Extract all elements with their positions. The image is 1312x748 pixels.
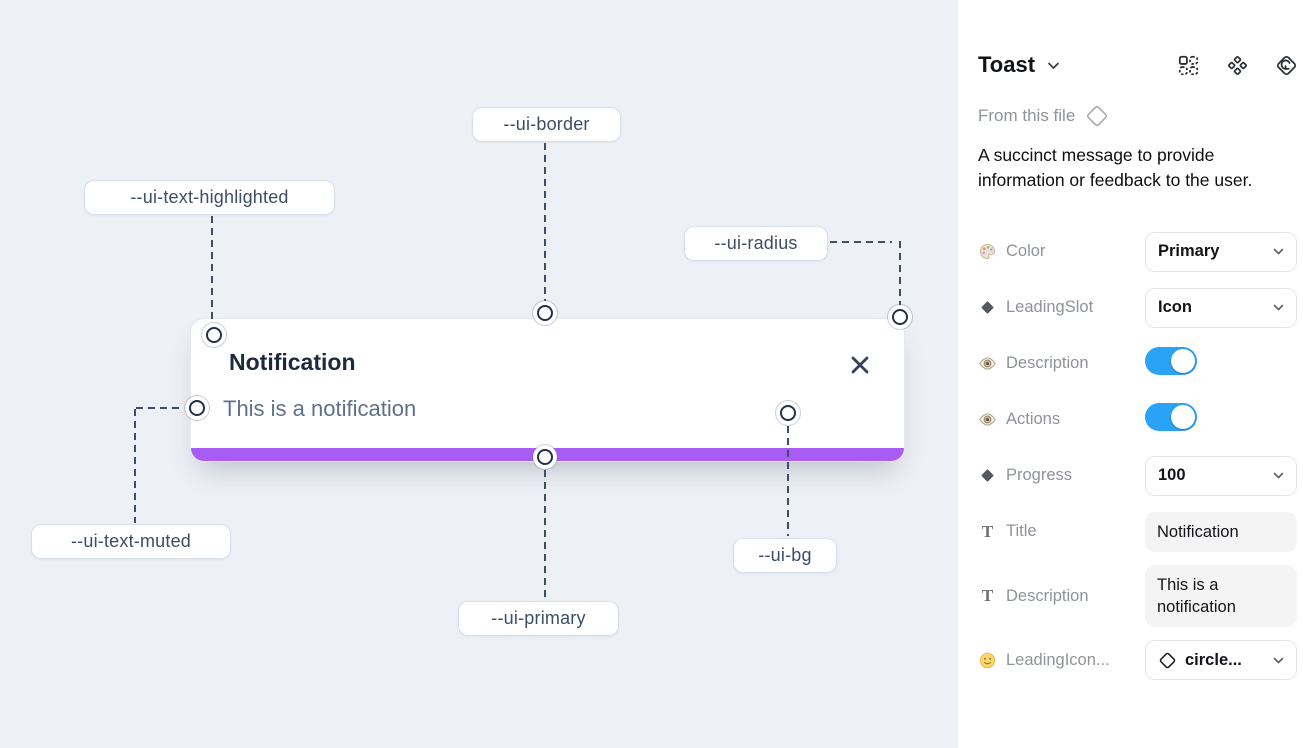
chevron-down-icon [1273, 248, 1284, 255]
component-preview-canvas: Notification This is a notification --ui… [0, 0, 958, 748]
prop-label-leadingicon: LeadingIcon... [1006, 650, 1110, 669]
source-label: From this file [978, 106, 1076, 125]
component-description: A succinct message to provide informatio… [978, 145, 1253, 191]
connector-ui-bg [787, 426, 789, 536]
smiley-icon [978, 651, 997, 670]
prop-label-description-text: Description [1006, 586, 1089, 605]
connector-ui-radius-v [899, 241, 901, 305]
prop-label-color: Color [1006, 242, 1046, 261]
diamond-icon [978, 300, 997, 315]
title-input[interactable]: Notification [1145, 511, 1297, 553]
connector-ui-text-highlighted [211, 216, 213, 324]
connector-ui-radius-h [830, 241, 892, 243]
var-label-ui-text-muted: --ui-text-muted [31, 524, 231, 559]
component-icon[interactable] [1227, 55, 1248, 76]
connector-ui-primary [544, 470, 546, 600]
leadingslot-select-value: Icon [1158, 298, 1192, 317]
var-label-ui-radius: --ui-radius [684, 226, 828, 261]
text-icon: T [981, 521, 994, 541]
prop-row-leadingslot: LeadingSlot Icon [978, 287, 1297, 328]
prop-label-progress: Progress [1006, 466, 1073, 485]
properties-panel: Toast [958, 0, 1312, 748]
palette-icon [978, 242, 997, 261]
actions-toggle[interactable] [1145, 403, 1197, 432]
description-toggle[interactable] [1145, 347, 1197, 376]
prop-label-actions-toggle: Actions [1006, 410, 1061, 429]
connector-ui-border [544, 143, 546, 301]
leadingicon-select-value: circle... [1185, 650, 1242, 669]
var-label-ui-text-highlighted: --ui-text-highlighted [84, 180, 335, 215]
leadingicon-select[interactable]: circle... [1145, 640, 1297, 681]
connector-ui-text-muted-h [136, 407, 184, 409]
prop-row-description-toggle: Description [978, 344, 1297, 384]
toast-description: This is a notification [223, 396, 417, 421]
toggle-knob [1171, 349, 1195, 374]
text-icon: T [981, 586, 994, 606]
toast-component: Notification This is a notification [190, 318, 905, 462]
var-label-ui-bg: --ui-bg [733, 538, 837, 573]
diamond-outline-icon [1085, 104, 1109, 128]
marker-ui-border [537, 305, 553, 321]
prop-row-color: Color Primary [978, 231, 1297, 272]
instance-swap-icon[interactable] [1276, 55, 1297, 76]
progress-select[interactable]: 100 [1145, 455, 1297, 496]
color-select-value: Primary [1158, 242, 1220, 261]
color-select[interactable]: Primary [1145, 231, 1297, 272]
marker-ui-text-highlighted [206, 327, 222, 343]
prop-row-actions-toggle: Actions [978, 400, 1297, 440]
toast-title: Notification [229, 349, 356, 375]
diamond-icon [978, 468, 997, 483]
connector-ui-text-muted-v [134, 409, 136, 523]
component-name-chevron[interactable] [1047, 61, 1060, 70]
leadingslot-select[interactable]: Icon [1145, 287, 1297, 328]
description-input[interactable]: This is a notification [1145, 564, 1297, 628]
marker-ui-bg [780, 405, 796, 421]
panel-header: Toast [978, 52, 1297, 78]
eye-icon [978, 410, 997, 429]
var-label-ui-border: --ui-border [472, 107, 621, 142]
toast-close-button[interactable] [848, 353, 872, 377]
diamond-outline-icon [1158, 651, 1177, 670]
marker-ui-radius [892, 309, 908, 325]
prop-label-description-toggle: Description [1006, 354, 1089, 373]
prop-row-leadingicon: LeadingIcon... circle... [978, 640, 1297, 681]
prop-label-leadingslot: LeadingSlot [1006, 298, 1094, 317]
prop-row-description-text: T Description This is a notification [978, 564, 1297, 628]
chevron-down-icon [1273, 472, 1284, 479]
chevron-down-icon [1273, 657, 1284, 664]
eye-icon [978, 354, 997, 373]
prop-row-title: T Title Notification [978, 511, 1297, 553]
marker-ui-text-muted [189, 400, 205, 416]
chevron-down-icon [1273, 304, 1284, 311]
toggle-knob [1171, 405, 1195, 430]
prop-row-progress: Progress 100 [978, 455, 1297, 496]
property-list: Color Primary LeadingSlot Icon [978, 231, 1297, 681]
component-name: Toast [978, 52, 1036, 77]
close-icon [848, 353, 872, 377]
header-actions [1178, 55, 1297, 76]
progress-select-value: 100 [1158, 466, 1186, 485]
variants-grid-icon[interactable] [1178, 55, 1199, 76]
marker-ui-primary [537, 449, 553, 465]
var-label-ui-primary: --ui-primary [458, 601, 619, 636]
source-row: From this file [978, 104, 1297, 128]
prop-label-title: Title [1006, 522, 1037, 541]
